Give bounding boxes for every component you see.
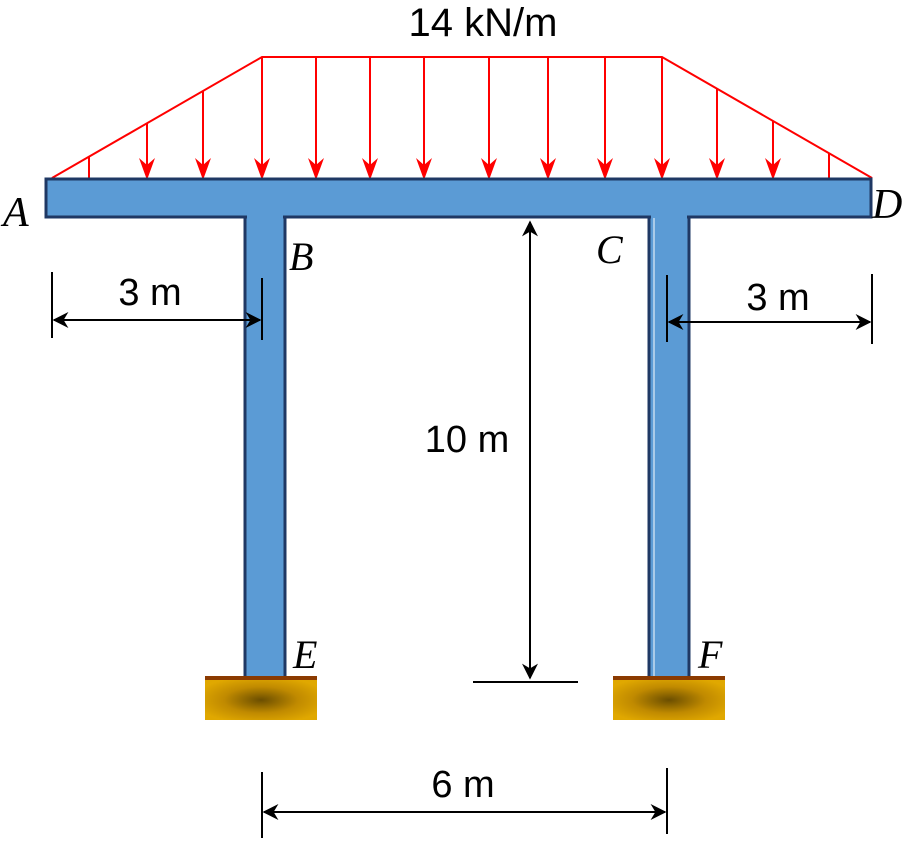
load-arrow-head xyxy=(362,158,378,180)
beam-ad xyxy=(44,177,873,219)
joint-c xyxy=(651,214,687,222)
load-arrow-head xyxy=(254,158,270,180)
dimension-column-height xyxy=(473,220,578,683)
load-arrow-head xyxy=(765,158,781,180)
load-arrow-head xyxy=(416,158,432,180)
column-cf xyxy=(647,208,691,682)
support-f-top xyxy=(613,676,725,680)
support-e-top xyxy=(205,676,317,680)
point-label-b: B xyxy=(289,234,313,279)
load-arrow-head xyxy=(308,158,324,180)
load-outline xyxy=(51,56,873,179)
load-arrow-head xyxy=(654,158,670,180)
dimension-right-overhang xyxy=(666,274,873,344)
support-f-block xyxy=(613,680,725,720)
dimension-label-right-overhang: 3 m xyxy=(746,277,809,319)
point-label-d: D xyxy=(871,182,902,228)
frame xyxy=(44,177,873,682)
joint-b xyxy=(247,214,283,222)
load-arrows xyxy=(139,57,781,180)
load-arrow-head xyxy=(597,158,613,180)
column-be xyxy=(243,208,287,682)
load-arrow-head xyxy=(195,158,211,180)
load-arrow-head xyxy=(139,158,155,180)
distributed-load xyxy=(51,56,873,180)
load-arrow-head xyxy=(709,158,725,180)
load-arrow-head xyxy=(481,158,497,180)
support-f xyxy=(613,676,725,720)
dimension-label-column-height: 10 m xyxy=(425,419,509,461)
point-label-e: E xyxy=(292,632,317,677)
support-e-block xyxy=(205,680,317,720)
load-arrow-head xyxy=(540,158,556,180)
dimension-left-overhang xyxy=(51,272,263,340)
point-label-c: C xyxy=(596,227,624,272)
point-label-a: A xyxy=(0,190,29,236)
dimension-span xyxy=(261,768,668,838)
dimension-label-left-overhang: 3 m xyxy=(118,272,181,314)
dimension-label-span: 6 m xyxy=(431,764,494,806)
support-e xyxy=(205,676,317,720)
point-label-f: F xyxy=(697,632,723,677)
load-label: 14 kN/m xyxy=(409,1,558,45)
